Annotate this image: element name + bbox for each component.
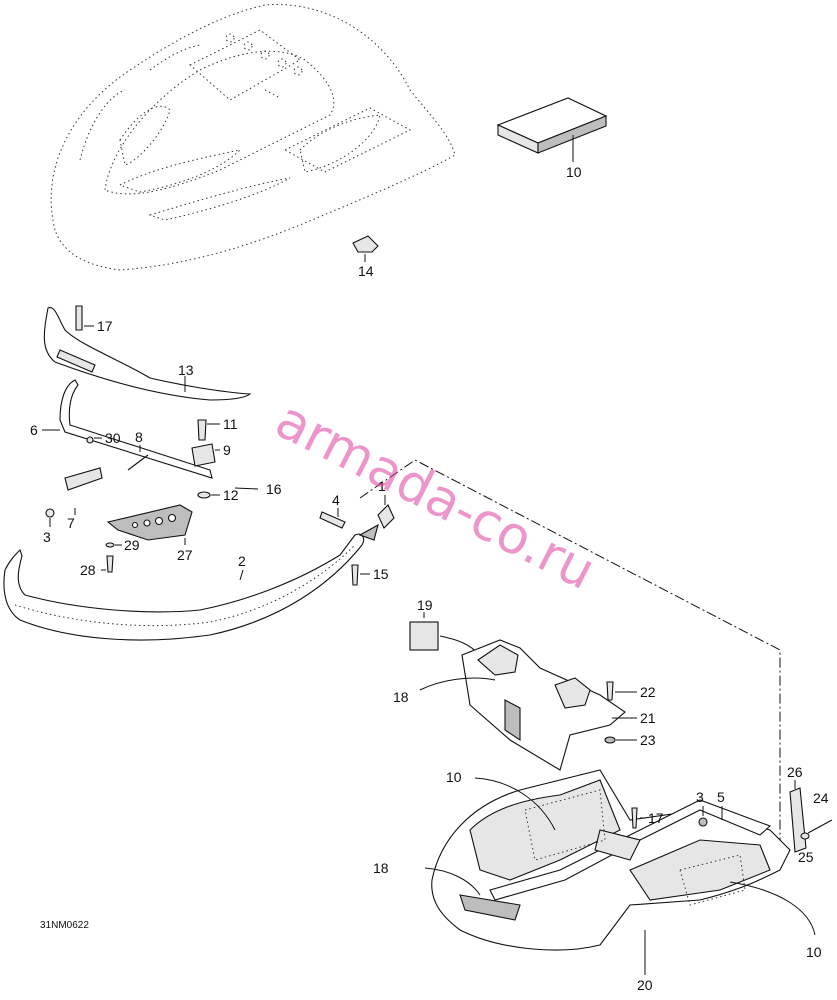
part-17-fastener-lower[interactable]: 17 bbox=[631, 807, 664, 829]
callout-27: 27 bbox=[177, 547, 193, 563]
part-25-washer[interactable]: 25 bbox=[798, 832, 814, 865]
part-11-bolt[interactable]: 11 bbox=[197, 416, 238, 441]
part-6-frame[interactable]: 6 bbox=[30, 379, 213, 479]
part-12-washer[interactable]: 12 bbox=[197, 487, 239, 503]
callout-24: 24 bbox=[813, 790, 829, 806]
callout-30: 30 bbox=[105, 430, 121, 446]
part-9-bracket[interactable]: 9 bbox=[191, 442, 231, 467]
part-7-plate[interactable]: 7 bbox=[64, 467, 103, 531]
part-1-clip[interactable]: 1 bbox=[358, 478, 395, 541]
callout-10-top: 10 bbox=[566, 164, 582, 180]
part-13-support[interactable]: 13 bbox=[43, 307, 252, 401]
part-30-nut[interactable]: 30 bbox=[86, 430, 121, 446]
callout-1: 1 bbox=[378, 478, 386, 494]
callout-22: 22 bbox=[640, 684, 656, 700]
callout-5: 5 bbox=[717, 789, 725, 805]
part-29-washer[interactable]: 29 bbox=[105, 537, 140, 553]
callout-21: 21 bbox=[640, 710, 656, 726]
callout-2: 2 bbox=[238, 553, 246, 569]
callout-3-left: 3 bbox=[43, 529, 51, 545]
part-8-screw[interactable]: 8 bbox=[127, 429, 149, 471]
callout-4: 4 bbox=[332, 492, 340, 508]
drawing-reference: 31NM0622 bbox=[40, 920, 89, 931]
callout-20: 20 bbox=[637, 977, 653, 993]
callout-13: 13 bbox=[178, 362, 194, 378]
callout-8: 8 bbox=[135, 429, 143, 445]
callout-18-lower: 18 bbox=[373, 860, 389, 876]
part-22-fastener[interactable]: 22 bbox=[606, 681, 656, 701]
part-18-shield-upper[interactable]: 18 bbox=[393, 639, 626, 771]
callout-3-right: 3 bbox=[696, 789, 704, 805]
part-3-nut-right[interactable]: 3 bbox=[696, 789, 708, 827]
callout-10-bottom: 10 bbox=[806, 944, 822, 960]
part-21-washer[interactable]: 21 bbox=[612, 710, 656, 726]
part-15-fastener[interactable]: 15 bbox=[351, 564, 389, 586]
callout-15: 15 bbox=[373, 566, 389, 582]
part-3-nut-left[interactable]: 3 bbox=[43, 508, 55, 545]
callout-16: 16 bbox=[266, 481, 282, 497]
part-5-rail[interactable]: 5 bbox=[717, 789, 725, 820]
part-23-nut[interactable]: 23 bbox=[604, 732, 656, 748]
callout-6: 6 bbox=[30, 422, 38, 438]
callout-18-upper: 18 bbox=[393, 689, 409, 705]
callout-10-mid: 10 bbox=[446, 769, 462, 785]
callout-23: 23 bbox=[640, 732, 656, 748]
part-10-pad[interactable]: 10 bbox=[496, 97, 608, 180]
callout-12: 12 bbox=[223, 487, 239, 503]
part-24-screw[interactable]: 24 bbox=[807, 790, 833, 834]
belly-pan-assembly[interactable]: 18 10 10 20 bbox=[373, 769, 822, 993]
part-2-bumper[interactable]: 2 bbox=[3, 533, 365, 641]
callout-9: 9 bbox=[223, 442, 231, 458]
part-28-bolt[interactable]: 28 bbox=[80, 555, 114, 578]
part-27-bracket[interactable]: 27 bbox=[106, 504, 193, 563]
callout-26: 26 bbox=[787, 764, 803, 780]
callout-7: 7 bbox=[67, 515, 75, 531]
callout-11: 11 bbox=[223, 416, 238, 432]
part-17-fastener-top[interactable]: 17 bbox=[75, 305, 113, 334]
callout-17-top: 17 bbox=[97, 318, 113, 334]
part-16-screw[interactable]: 16 bbox=[234, 481, 282, 497]
assembly-reference-line bbox=[359, 459, 781, 845]
callout-29: 29 bbox=[124, 537, 140, 553]
callout-14: 14 bbox=[358, 263, 374, 279]
part-14-clip[interactable]: 14 bbox=[352, 235, 379, 279]
callout-25: 25 bbox=[798, 849, 814, 865]
callout-17-lower: 17 bbox=[648, 810, 664, 826]
part-19-label[interactable]: 19 bbox=[409, 597, 481, 656]
callout-19: 19 bbox=[417, 597, 433, 613]
hood-outline bbox=[50, 3, 456, 271]
part-4-bolt[interactable]: 4 bbox=[319, 492, 346, 529]
callout-28: 28 bbox=[80, 562, 96, 578]
